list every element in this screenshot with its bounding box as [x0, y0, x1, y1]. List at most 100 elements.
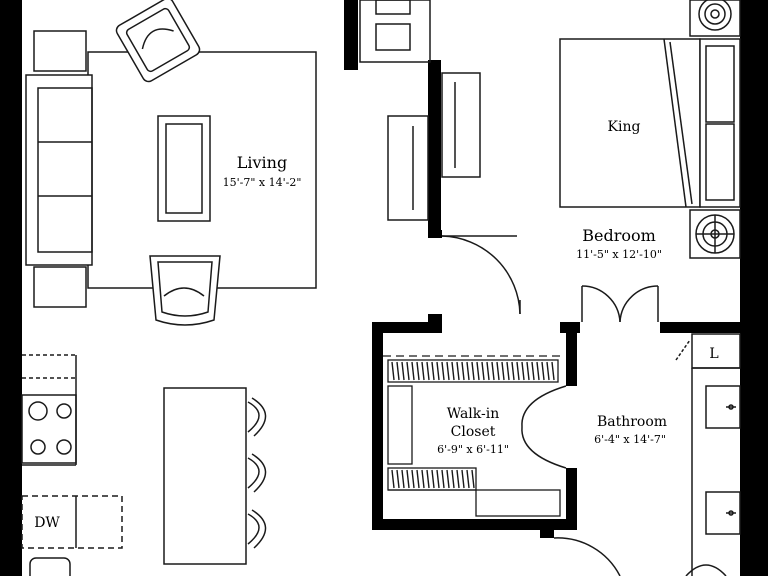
hanger-mark: [471, 361, 475, 381]
hanger-mark: [411, 361, 415, 381]
toilet: [685, 564, 727, 576]
hanger-mark: [441, 469, 445, 489]
hanger-mark: [506, 361, 510, 381]
sink: [29, 557, 71, 576]
hanger-mark: [451, 469, 455, 489]
right-exterior-wall: [740, 0, 768, 576]
bathroom-double-door: [581, 285, 659, 323]
closet-wall-top-left: [372, 322, 442, 333]
bedroom-dimensions: 11'-5" x 12'-10": [576, 248, 662, 261]
side-table-top: [33, 30, 87, 72]
shelf-bottom: [475, 489, 561, 517]
hanger-mark: [456, 361, 460, 381]
pillow: [705, 45, 735, 123]
hanger-mark: [391, 469, 395, 489]
side-table-bottom: [33, 266, 87, 308]
hanger-mark: [496, 361, 500, 381]
hanger-mark: [436, 469, 440, 489]
hanger-mark: [461, 469, 465, 489]
hangers-top: [391, 361, 555, 381]
hanger-mark: [531, 361, 535, 381]
bathroom-dimensions: 6'-4" x 14'-7": [594, 433, 666, 446]
kitchen: [21, 354, 267, 576]
armchair-bottom: [149, 255, 221, 326]
bar-stool: [247, 397, 267, 437]
hanger-mark: [431, 469, 435, 489]
closet-wall-right-upper: [566, 330, 577, 386]
hanger-mark: [436, 361, 440, 381]
hanger-mark: [536, 361, 540, 381]
hanger-mark: [451, 361, 455, 381]
hangers-bottom: [391, 469, 475, 489]
hanger-mark: [446, 361, 450, 381]
living-room-dimensions: 15'-7" x 14'-2": [223, 176, 302, 189]
cabinets: [359, 0, 481, 221]
hanger-mark: [421, 361, 425, 381]
hanger-mark: [411, 469, 415, 489]
wardrobe-cabinet: [359, 0, 431, 63]
laundry-label: L: [709, 346, 718, 362]
armchair-top: [115, 0, 201, 83]
living-room: [25, 0, 317, 326]
cooktop: [21, 394, 77, 464]
hanger-mark: [516, 361, 520, 381]
door-jamb-closet: [428, 314, 442, 322]
bar-stool: [247, 453, 267, 493]
living-room-name: Living: [237, 153, 287, 172]
sofa: [25, 74, 93, 266]
hanger-mark: [521, 361, 525, 381]
doors: [441, 235, 659, 576]
hanger-mark: [481, 361, 485, 381]
hanger-mark: [511, 361, 515, 381]
burner-icon: [56, 439, 72, 455]
closet-name-line1: Walk-in: [447, 406, 499, 422]
shelf-left: [387, 385, 413, 465]
vanity-sink: [705, 491, 741, 535]
door-jamb-bath-lower: [540, 528, 554, 538]
burner-icon: [30, 439, 46, 455]
hanger-mark: [461, 361, 465, 381]
closet-name-line2: Closet: [451, 424, 496, 440]
hanger-mark: [541, 361, 545, 381]
hanger-mark: [466, 469, 470, 489]
hanger-mark: [441, 361, 445, 381]
hanger-mark: [426, 469, 430, 489]
bar-stool: [247, 509, 267, 549]
bathroom: [675, 333, 741, 576]
closet-top-wall-post: [344, 0, 358, 70]
hanger-mark: [396, 361, 400, 381]
dresser-left: [387, 115, 429, 221]
walk-in-closet-shelving: [383, 355, 561, 517]
hanger-mark: [551, 361, 555, 381]
hanger-mark: [416, 361, 420, 381]
hanger-mark: [431, 361, 435, 381]
hanger-mark: [546, 361, 550, 381]
bath-lower-door: [553, 537, 621, 576]
hanger-mark: [486, 361, 490, 381]
bath-top-wall: [660, 322, 742, 333]
hanger-mark: [456, 469, 460, 489]
hanger-mark: [501, 361, 505, 381]
closet-wall-top-right: [560, 322, 580, 333]
dishwasher-label: DW: [34, 515, 60, 531]
hanger-mark: [426, 361, 430, 381]
closet-wall-left: [372, 322, 383, 530]
coffee-table: [157, 115, 211, 222]
kitchen-island: [163, 387, 247, 565]
closet-wall-right-lower: [566, 468, 577, 530]
hanger-mark: [421, 469, 425, 489]
dishwasher: [21, 495, 123, 549]
vanity-sink: [705, 385, 741, 429]
bathroom-name: Bathroom: [597, 414, 667, 430]
closet-bifold-door: [521, 385, 567, 469]
hanger-mark: [471, 469, 475, 489]
hanging-rod-top: [387, 359, 559, 383]
pillow: [705, 123, 735, 201]
hanger-mark: [491, 361, 495, 381]
left-exterior-wall: [0, 0, 22, 576]
hanger-mark: [396, 469, 400, 489]
hanger-mark: [401, 469, 405, 489]
burner-icon: [28, 401, 48, 421]
hanger-mark: [406, 361, 410, 381]
